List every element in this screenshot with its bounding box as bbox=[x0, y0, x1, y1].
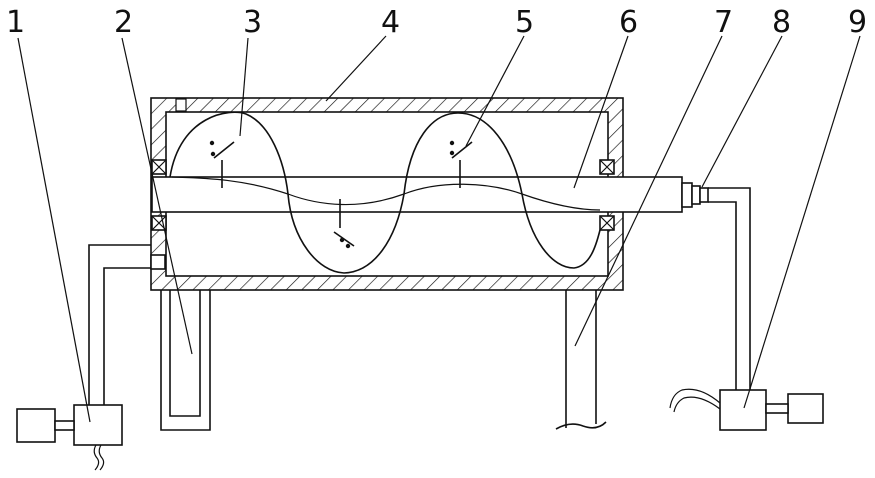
outlet-pipe bbox=[708, 188, 750, 390]
callout-1: 1 bbox=[6, 5, 25, 40]
callout-6: 6 bbox=[619, 5, 638, 40]
inlet-cable bbox=[94, 445, 98, 470]
inlet-pipe bbox=[89, 245, 165, 405]
callout-5: 5 bbox=[515, 5, 534, 40]
bearing-right-upper bbox=[600, 160, 614, 174]
callout-7: 7 bbox=[714, 5, 733, 40]
central-shaft bbox=[152, 177, 692, 212]
inlet-fitting bbox=[151, 255, 165, 269]
leader-8 bbox=[702, 36, 782, 187]
shaft-end bbox=[682, 183, 692, 207]
leader-1 bbox=[18, 38, 90, 422]
outlet-pump-assembly bbox=[670, 389, 823, 430]
outlet-cable bbox=[670, 389, 720, 408]
inlet-pump bbox=[74, 405, 122, 445]
callout-8: 8 bbox=[772, 5, 791, 40]
leader-9 bbox=[744, 36, 860, 408]
outlet-coupling bbox=[766, 404, 788, 413]
bearing-right-lower bbox=[600, 216, 614, 230]
leader-4 bbox=[326, 36, 386, 101]
callout-labels: 1 2 3 4 5 6 7 8 9 bbox=[6, 5, 867, 40]
callout-2: 2 bbox=[114, 5, 133, 40]
callout-3: 3 bbox=[243, 5, 262, 40]
inlet-motor bbox=[17, 409, 55, 442]
right-support-leg bbox=[556, 290, 606, 429]
left-support-leg bbox=[161, 290, 210, 430]
rotary-joint bbox=[692, 186, 708, 204]
callout-4: 4 bbox=[381, 5, 400, 40]
bearing-left-upper bbox=[152, 160, 166, 174]
outlet-pump bbox=[720, 390, 766, 430]
callout-9: 9 bbox=[848, 5, 867, 40]
inlet-pump-assembly bbox=[17, 405, 122, 470]
inlet-coupling bbox=[55, 421, 74, 430]
housing-vent bbox=[176, 99, 186, 111]
outlet-motor bbox=[788, 394, 823, 423]
